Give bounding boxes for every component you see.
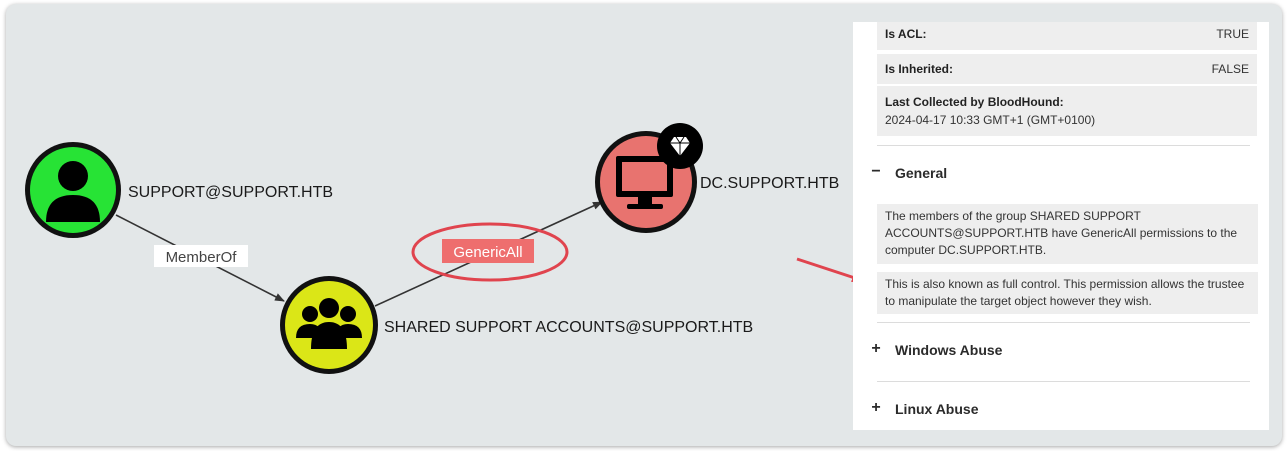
edge-label-genericall: GenericAll (453, 244, 522, 261)
edge-info-panel: Is ACL: TRUE Is Inherited: FALSE Last Co… (853, 22, 1269, 430)
diamond-icon (670, 136, 690, 156)
node-group[interactable]: SHARED SUPPORT ACCOUNTS@SUPPORT.HTB (280, 276, 753, 374)
section-linux-abuse-toggle[interactable]: + Linux Abuse (869, 398, 1249, 424)
user-icon (46, 161, 100, 222)
property-value: TRUE (1216, 27, 1249, 41)
section-linux-abuse-title: Linux Abuse (895, 401, 979, 417)
divider (877, 381, 1250, 382)
divider (877, 145, 1250, 146)
property-last-collected: Last Collected by BloodHound: 2024-04-17… (877, 86, 1257, 136)
section-windows-abuse-toggle[interactable]: + Windows Abuse (869, 339, 1249, 365)
property-is-inherited: Is Inherited: FALSE (877, 54, 1257, 84)
section-general-title: General (895, 165, 948, 181)
edge-genericall[interactable]: GenericAll (374, 201, 603, 307)
edge-label-memberof: MemberOf (166, 249, 238, 266)
node-computer[interactable]: DC.SUPPORT.HTB (595, 123, 839, 233)
edge-memberof[interactable]: MemberOf (115, 214, 285, 302)
highlight-ellipse (411, 222, 569, 282)
property-key: Last Collected by BloodHound: (885, 95, 1064, 109)
expand-icon: + (871, 399, 881, 416)
section-general-toggle[interactable]: − General (869, 162, 1249, 188)
node-label-computer: DC.SUPPORT.HTB (700, 175, 839, 192)
computer-icon (616, 156, 673, 209)
node-label-user: SUPPORT@SUPPORT.HTB (128, 184, 333, 201)
node-user[interactable]: SUPPORT@SUPPORT.HTB (25, 142, 333, 238)
group-icon (296, 298, 362, 349)
collapse-icon: − (871, 163, 881, 180)
property-is-acl: Is ACL: TRUE (877, 22, 1257, 50)
expand-icon: + (871, 340, 881, 357)
section-windows-abuse-title: Windows Abuse (895, 342, 1003, 358)
property-key: Is ACL: (885, 27, 927, 41)
general-full-control-note: This is also known as full control. This… (877, 272, 1258, 314)
general-description: The members of the group SHARED SUPPORT … (877, 204, 1258, 264)
property-value: 2024-04-17 10:33 GMT+1 (GMT+0100) (885, 113, 1096, 127)
annotation-arrow-general (796, 257, 866, 283)
property-key: Is Inherited: (885, 62, 954, 76)
graph-canvas[interactable]: MemberOf GenericAll SUPPORT@SUPPORT.HTB (6, 4, 1282, 446)
property-value: FALSE (1211, 62, 1249, 76)
divider (877, 322, 1250, 323)
node-label-group: SHARED SUPPORT ACCOUNTS@SUPPORT.HTB (384, 319, 753, 336)
